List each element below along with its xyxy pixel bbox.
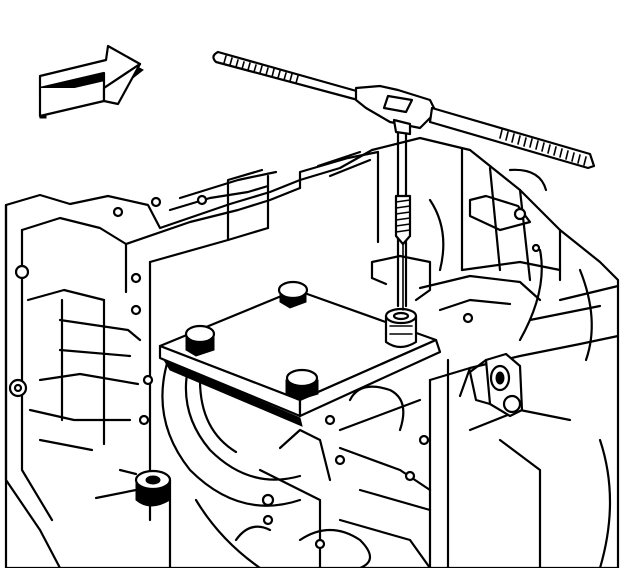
direction-arrow-icon bbox=[38, 44, 144, 119]
tap-wrench bbox=[212, 50, 596, 170]
rubber-grommet bbox=[94, 468, 172, 507]
bolt-head-front bbox=[285, 368, 319, 401]
threaded-insert bbox=[370, 254, 432, 349]
bolt-head-left bbox=[184, 324, 216, 357]
tap-tool bbox=[394, 118, 412, 311]
bolt-hole bbox=[14, 264, 30, 280]
side-bracket bbox=[468, 352, 524, 418]
bolt-plate bbox=[158, 288, 442, 427]
bolt-head-top bbox=[277, 280, 309, 309]
